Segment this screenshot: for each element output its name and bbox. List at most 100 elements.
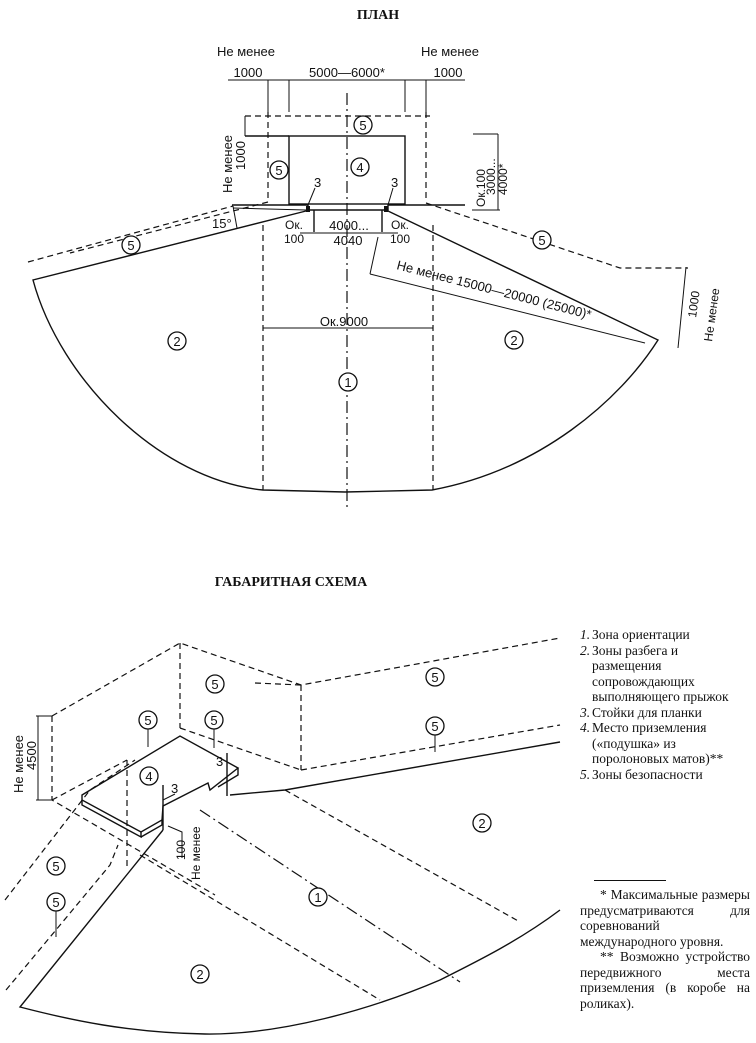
marker-zone4: 4: [350, 157, 370, 177]
dim-height-value: 4500: [24, 741, 39, 770]
scheme-marker-zone2-bottom: 2: [190, 964, 210, 984]
scheme-marker-zone5-right-leader: 5: [204, 710, 224, 748]
runway-length-dimension: Не менее 15000—20000 (25000)* 1000 Не ме…: [369, 236, 722, 349]
svg-text:2: 2: [478, 816, 485, 831]
scheme-marker-zone5-left-leader: 5: [138, 710, 158, 747]
footnote-2: ** Возможно устройство передвижного мест…: [580, 949, 750, 1011]
scheme-runup-right-edge: [229, 741, 561, 796]
dim-approx-left: Ок.: [285, 218, 303, 232]
standard-label-left: 3: [314, 175, 321, 190]
legend-item-1: 1.Зона ориентации: [580, 627, 690, 642]
dim-gap-value: 100: [174, 840, 188, 860]
dim-back-min-label: Не менее: [220, 135, 235, 193]
dim-center-width: 5000—6000*: [309, 65, 385, 80]
svg-text:2: 2: [196, 967, 203, 982]
svg-text:5: 5: [431, 719, 438, 734]
svg-text:5: 5: [538, 233, 545, 248]
angle-indicator: 15°: [212, 205, 307, 231]
legend-item-4: 4.Место приземления («подушка» из пороло…: [580, 720, 724, 766]
scheme-marker-zone5-left-a: 5: [46, 856, 66, 876]
safety-zone-right-outline: [425, 202, 688, 269]
safety-volume-top: [51, 637, 561, 717]
bar-front: 3 3 Ок. 100 4000... 4040 Ок. 100: [232, 175, 465, 248]
dim-depth-1: 3000...: [484, 158, 498, 195]
svg-text:4: 4: [356, 160, 363, 175]
legend-item-2: 2.Зоны разбега и размещения сопровождающ…: [580, 642, 729, 705]
legend: 1.Зона ориентации 2.Зоны разбега и разме…: [580, 627, 750, 782]
scheme-orientation-left-edge: [139, 854, 381, 1001]
dim-approx-right: Ок.: [391, 218, 409, 232]
scheme-standard-label-back: 3: [216, 754, 223, 769]
standard-label-right: 3: [391, 175, 398, 190]
dim-approx-left-value: 100: [284, 232, 304, 246]
marker-zone5-runup-right: 5: [532, 230, 552, 250]
standard-left: [306, 206, 310, 212]
safety-volume-base-left: [51, 759, 128, 801]
dim-right-min-label: Не менее: [421, 44, 479, 59]
plan-back-dimension: Не менее 1000: [220, 116, 248, 193]
plan-title: ПЛАН: [357, 8, 399, 23]
footnote-1: * Максимальные размеры предусматриваются…: [580, 887, 750, 949]
safety-volume-mid: [254, 682, 302, 686]
scheme-standard-label-front: 3: [171, 781, 178, 796]
svg-text:5: 5: [210, 713, 217, 728]
legend-item-5: 5.Зоны безопасности: [580, 766, 703, 782]
marker-zone5-runup-left: 5: [121, 235, 141, 255]
scheme-gap-dimension: 100 Не менее: [167, 825, 203, 880]
dim-orientation-width: Ок.9000: [320, 314, 368, 329]
safety-zone-left-outer: [4, 759, 136, 901]
dim-left-min-label: Не менее: [217, 44, 275, 59]
svg-text:5: 5: [52, 895, 59, 910]
svg-text:5: 5: [52, 859, 59, 874]
scheme-marker-zone5-left-b: 5: [46, 892, 66, 937]
scheme-orientation-right-edge: [284, 789, 521, 923]
scheme-marker-zone5-top: 5: [205, 674, 225, 694]
svg-text:5: 5: [211, 677, 218, 692]
dim-back-min-value: 1000: [233, 141, 248, 170]
standard-right: [384, 206, 388, 212]
footnote-divider: [594, 880, 666, 881]
marker-zone2-left: 2: [167, 331, 187, 351]
dim-height-label: Не менее: [11, 735, 26, 793]
svg-text:5: 5: [431, 670, 438, 685]
dim-gap-label: Не менее: [189, 826, 203, 880]
scheme-marker-zone2-right: 2: [472, 813, 492, 833]
dim-side-min-label: Не менее: [701, 287, 722, 342]
plan-depth-dimension: Ок.100 3000... 4000*: [472, 133, 510, 211]
scheme-center-axis: [199, 809, 461, 983]
svg-text:5: 5: [359, 118, 366, 133]
safety-zone-left-line: [27, 205, 234, 263]
scheme-height-dimension: Не менее 4500: [11, 715, 52, 801]
scheme-title: ГАБАРИТНАЯ СХЕМА: [215, 575, 368, 590]
svg-text:4: 4: [145, 769, 152, 784]
svg-text:2: 2: [510, 333, 517, 348]
marker-zone5-left: 5: [269, 160, 289, 180]
safety-zone-left-inner: [5, 844, 119, 991]
svg-text:5: 5: [127, 238, 134, 253]
safety-volume-base-right: [179, 727, 302, 771]
svg-text:2: 2: [173, 334, 180, 349]
dim-bar-width-1: 4000...: [329, 218, 369, 233]
scheme-runup-sector: [18, 829, 561, 1035]
svg-text:1: 1: [344, 375, 351, 390]
dim-right-min-value: 1000: [434, 65, 463, 80]
legend-item-3: 3.Стойки для планки: [580, 704, 702, 720]
scheme-marker-zone5-floor: 5: [425, 716, 445, 752]
dim-approx-right-value: 100: [390, 232, 410, 246]
marker-zone2-right: 2: [504, 330, 524, 350]
dim-runway-length: Не менее 15000—20000 (25000)*: [395, 257, 593, 322]
scheme-landing-pit: 3 3: [81, 735, 240, 839]
svg-text:5: 5: [144, 713, 151, 728]
dim-depth-2: 4000*: [496, 163, 510, 195]
dim-bar-width-2: 4040: [334, 233, 363, 248]
scheme-marker-zone4: 4: [139, 766, 159, 786]
footnotes: * Максимальные размеры предусматриваются…: [580, 880, 750, 1011]
svg-text:1: 1: [314, 890, 321, 905]
svg-text:5: 5: [275, 163, 282, 178]
marker-zone1: 1: [338, 372, 358, 392]
safety-zone-outline: [69, 112, 427, 254]
marker-zone5-back: 5: [353, 115, 373, 135]
scheme-marker-zone5-wall: 5: [425, 667, 445, 687]
dim-angle: 15°: [212, 216, 232, 231]
